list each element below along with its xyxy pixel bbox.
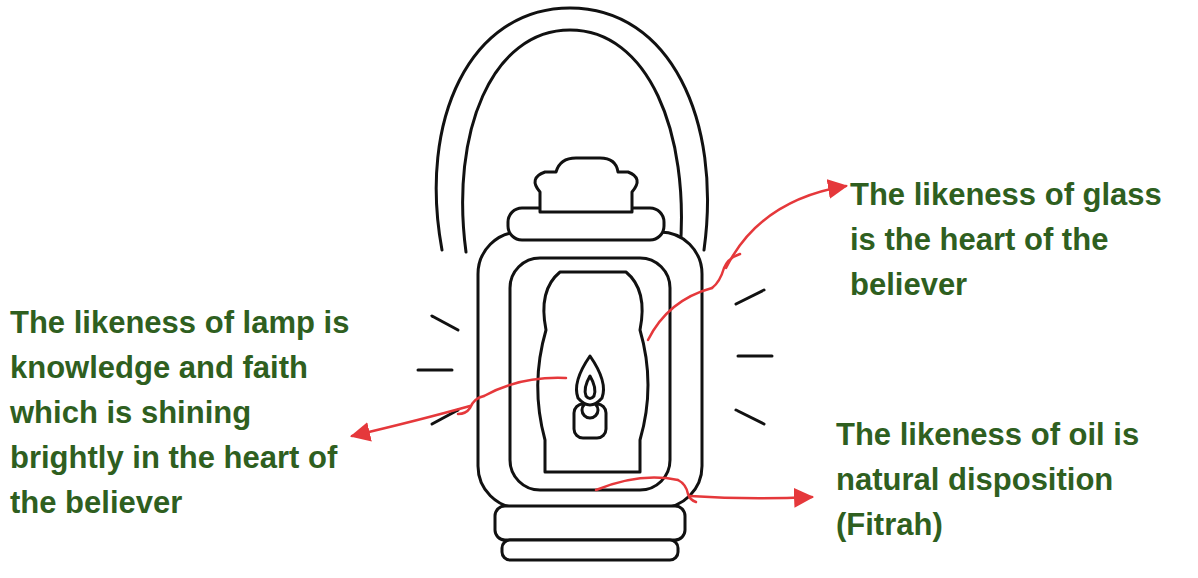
oil-base	[495, 506, 685, 540]
callout-text: The likeness of glass is the heart of th…	[850, 172, 1195, 307]
leader-line	[484, 378, 566, 396]
lantern-window	[510, 258, 670, 490]
leader-arrow	[352, 406, 470, 436]
glow-stroke	[738, 355, 772, 358]
lantern-frame	[478, 232, 702, 508]
leader-line	[596, 478, 678, 490]
lamp-flame-core	[585, 376, 595, 399]
glass-globe	[538, 272, 648, 472]
leader-arrow	[726, 186, 846, 268]
glow-stroke	[736, 410, 764, 424]
glow-stroke	[418, 369, 452, 372]
glow-stroke	[736, 290, 764, 304]
glow-stroke	[432, 316, 458, 330]
leader-line	[648, 288, 712, 340]
lantern-foot	[502, 540, 678, 560]
callout-text: The likeness of oil is natural dispositi…	[836, 412, 1196, 547]
leader-brace	[712, 254, 740, 288]
leader-brace	[458, 396, 484, 414]
lantern-handle	[463, 30, 682, 252]
leader-arrow	[690, 496, 812, 498]
lantern-handle	[436, 8, 707, 250]
callout-text: The likeness of lamp is knowledge and fa…	[10, 300, 360, 525]
lantern-cap	[535, 158, 637, 212]
leader-brace	[678, 480, 696, 502]
lamp-flame	[577, 356, 604, 405]
